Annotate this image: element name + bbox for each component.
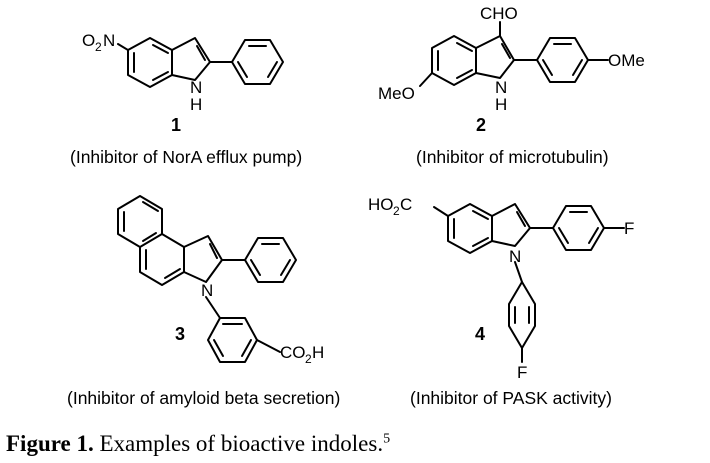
compound-2-structure [419, 21, 609, 87]
compound-2-description: (Inhibitor of microtubulin) [416, 147, 609, 167]
figure-caption: Figure 1. Examples of bioactive indoles.… [6, 431, 390, 457]
compound-3-structure [117, 195, 297, 363]
fluorine-label: F [517, 363, 527, 382]
ome-label: OMe [608, 51, 645, 70]
compound-4-description: (Inhibitor of PASK activity) [410, 388, 612, 408]
compound-3-description: (Inhibitor of amyloid beta secretion) [67, 388, 340, 408]
indole-n-label: N [495, 78, 507, 97]
caption-text: Examples of bioactive indoles. [99, 431, 384, 456]
nitro-o-label: O [82, 31, 95, 50]
indole-h-label: H [190, 95, 202, 114]
caption-reference: 5 [383, 431, 391, 447]
compound-1-description: (Inhibitor of NorA efflux pump) [70, 147, 302, 167]
caption-label: Figure 1. [6, 431, 94, 456]
cho-label: CHO [480, 4, 518, 23]
indole-n-label: N [509, 247, 521, 266]
ho2c-c-label: C [400, 195, 412, 214]
compound-4-structure [433, 203, 625, 363]
ho2c-subscript: 2 [393, 204, 400, 218]
nitro-subscript: 2 [95, 40, 102, 54]
co2h-subscript: 2 [305, 352, 312, 366]
co2h-h-label: H [312, 343, 324, 362]
co2h-label: CO [280, 343, 306, 362]
figure-structures: O 2 N N H 1 (Inhibitor of NorA efflux pu… [67, 4, 645, 408]
compound-number-3: 3 [175, 324, 185, 344]
compound-number-2: 2 [476, 115, 486, 135]
ho2c-label: HO [368, 195, 394, 214]
nitro-n-label: N [103, 31, 115, 50]
meo-label: MeO [378, 84, 415, 103]
compound-1-structure [117, 37, 284, 88]
compound-number-4: 4 [475, 324, 485, 344]
indole-n-label: N [201, 281, 213, 300]
compound-number-1: 1 [171, 115, 181, 135]
indole-n-label: N [190, 78, 202, 97]
indole-h-label: H [495, 95, 507, 114]
fluorine-label: F [624, 219, 634, 238]
